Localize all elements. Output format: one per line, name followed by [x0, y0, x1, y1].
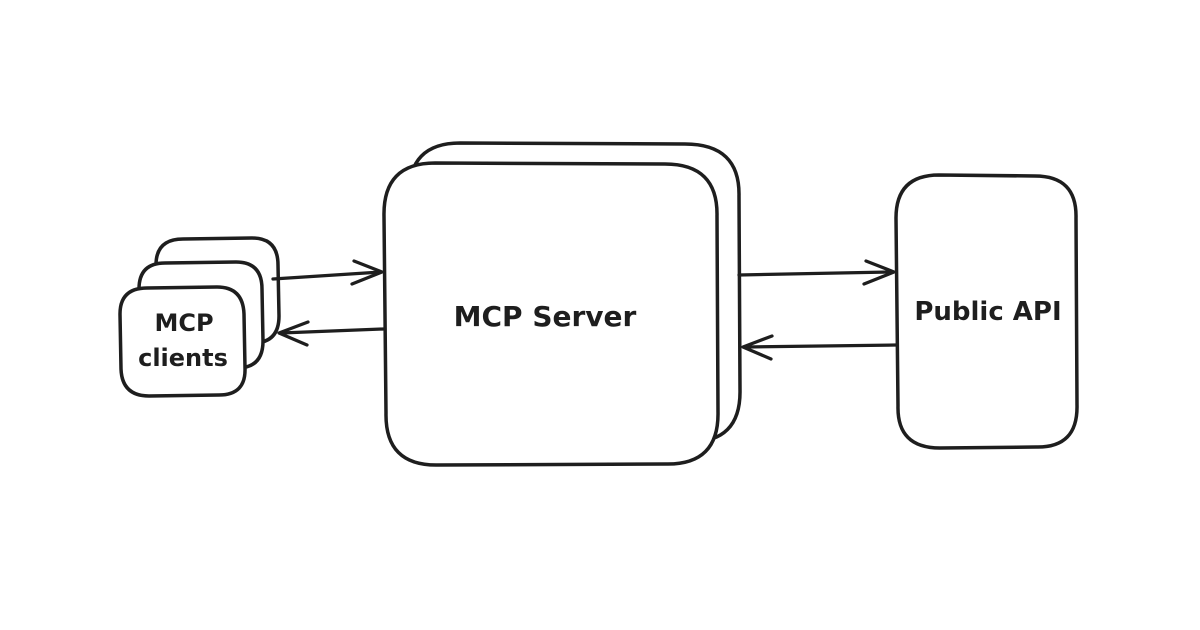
arrow-shaft [744, 343, 898, 349]
edge-clients-to-server [271, 259, 384, 286]
server-box-front [382, 161, 720, 467]
arrow-head-right-icon [350, 259, 384, 286]
edge-server-to-clients [277, 320, 385, 347]
mcp-clients-label-line1: MCP [154, 309, 213, 337]
arrow-shaft [737, 270, 894, 277]
arrow-shaft [271, 270, 383, 281]
mcp-server-label: MCP Server [454, 300, 637, 333]
arrow-head-left-icon [277, 320, 310, 347]
clients-card-front [118, 285, 247, 398]
public-api-node: Public API [894, 173, 1079, 450]
arrow-shaft [279, 327, 385, 335]
mcp-clients-node: MCP clients [118, 236, 281, 398]
edge-server-to-api [737, 259, 896, 286]
public-api-label: Public API [914, 297, 1061, 327]
arrow-head-right-icon [862, 259, 896, 286]
mcp-clients-label-line2: clients [138, 344, 228, 372]
arrow-head-left-icon [741, 334, 774, 361]
public-api-box [894, 173, 1079, 450]
mcp-server-node: MCP Server [382, 141, 742, 467]
edge-api-to-server [741, 334, 898, 361]
